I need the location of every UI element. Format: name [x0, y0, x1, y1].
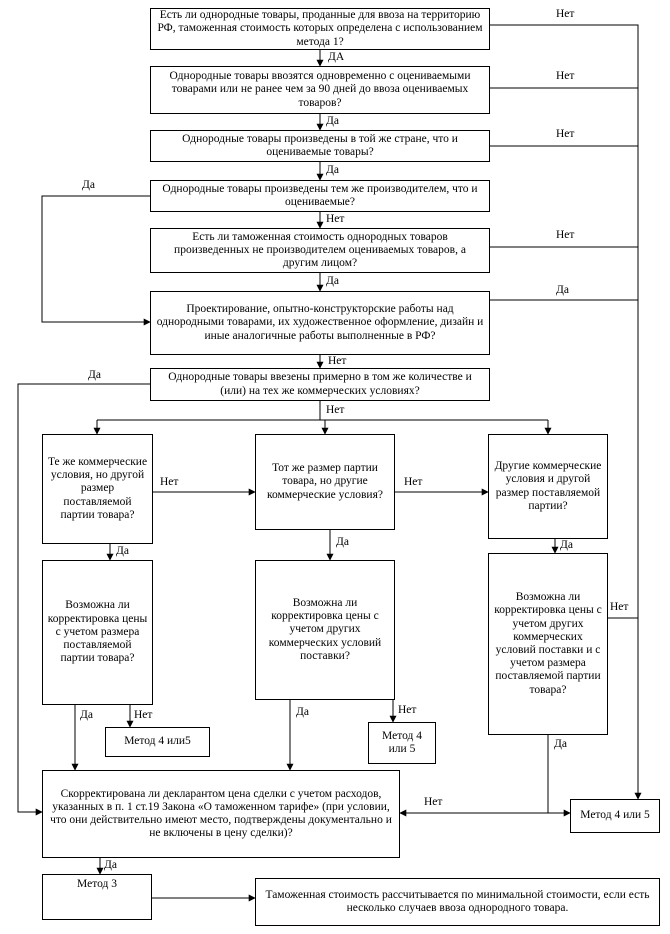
node-q2-90-days: Однородные товары ввозятся одновременно … — [150, 66, 490, 114]
node-method-4-5-left: Метод 4 или5 — [105, 727, 210, 757]
label-c2-no: Нет — [398, 704, 417, 716]
node-q5-other-producer: Есть ли таможенная стоимость однородных … — [150, 228, 490, 273]
node-method-4-5-middle: Метод 4 или 5 — [368, 722, 436, 764]
label-q1-no: Нет — [556, 8, 575, 20]
label-c2-yes: Да — [296, 706, 309, 718]
label-b1-yes: Да — [116, 545, 129, 557]
node-case-same-size-other-terms: Тот же размер партии товара, но другие к… — [255, 434, 395, 530]
label-b2-yes: Да — [336, 536, 349, 548]
label-q2-no: Нет — [556, 70, 575, 82]
node-method-4-5-right: Метод 4 или 5 — [570, 799, 660, 833]
label-q7-no: Нет — [326, 404, 345, 416]
label-c1-yes: Да — [80, 709, 93, 721]
node-minimal-value-note: Таможенная стоимость рассчитывается по м… — [255, 878, 660, 926]
node-correction-terms: Возможна ли корректировка цены с учетом … — [255, 560, 395, 700]
node-case-same-terms-other-size: Те же коммерческие условия, но другой ра… — [42, 434, 153, 544]
node-q6-design-works-rf: Проектирование, опытно-конструкторские р… — [150, 291, 490, 355]
label-b3-yes: Да — [560, 539, 573, 551]
label-q3-yes: Да — [326, 164, 339, 176]
label-q2-yes: Да — [326, 115, 339, 127]
node-correction-terms-size: Возможна ли корректировка цены с учетом … — [488, 553, 608, 735]
label-final-yes: Да — [104, 859, 117, 871]
label-q1-yes: ДА — [328, 51, 345, 63]
label-c1-no: Нет — [134, 709, 153, 721]
label-q4-no: Нет — [326, 213, 345, 225]
node-q3-same-country: Однородные товары произведены в той же с… — [150, 130, 490, 162]
label-q7-yes: Да — [88, 369, 101, 381]
label-c3-yes: Да — [554, 738, 567, 750]
label-final-no: Нет — [424, 796, 443, 808]
node-case-other-terms-other-size: Другие коммерческие условия и другой раз… — [488, 434, 608, 539]
label-b1-no: Нет — [160, 476, 179, 488]
node-final-price-adjusted: Скорректирована ли декларантом цена сдел… — [42, 770, 400, 858]
node-q4-same-producer: Однородные товары произведены тем же про… — [150, 180, 490, 212]
label-q6-yes: Да — [556, 284, 569, 296]
label-b2-no: Нет — [404, 476, 423, 488]
label-q4-yes: Да — [82, 179, 95, 191]
label-q3-no: Нет — [556, 128, 575, 140]
label-q6-no: Нет — [328, 355, 347, 367]
node-q1-method1-exists: Есть ли однородные товары, проданные для… — [150, 8, 490, 50]
label-q5-yes: Да — [326, 275, 339, 287]
node-q7-same-quantity: Однородные товары ввезены примерно в том… — [150, 368, 490, 401]
node-correction-size: Возможна ли корректировка цены с учетом … — [42, 560, 153, 705]
label-q5-no: Нет — [556, 229, 575, 241]
label-c3-no: Нет — [610, 601, 629, 613]
node-method-3: Метод 3 — [42, 874, 152, 920]
